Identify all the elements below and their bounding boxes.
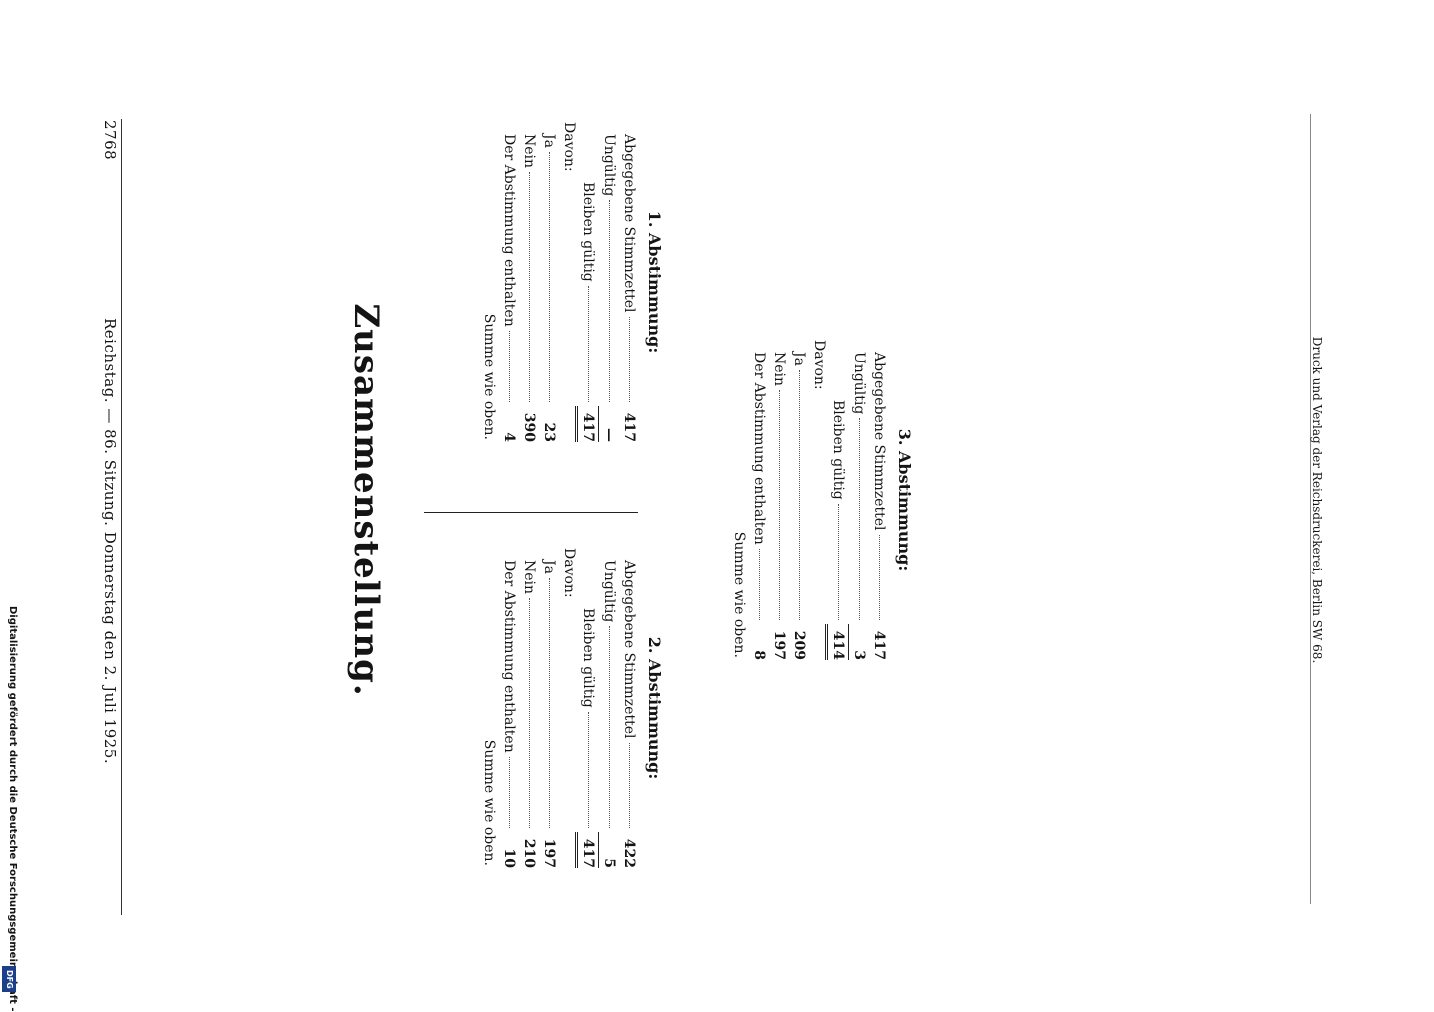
running-head: Reichstag. — 86. Sitzung. Donnerstag den…: [101, 318, 119, 765]
row-ja: Ja 23: [539, 122, 559, 442]
vote-heading: 1. Abstimmung:: [645, 210, 664, 354]
dot-leader: [609, 626, 610, 828]
dot-leader: [588, 711, 589, 828]
row-abgegebene: Abgegebene Stimmzettel 417: [869, 340, 889, 660]
value-ungueltig: 3: [851, 650, 867, 660]
label-bleiben: Bleiben gültig: [580, 182, 596, 282]
label-nein: Nein: [521, 134, 537, 169]
summe-label: Summe wie oben.: [479, 122, 499, 442]
label-ja: Ja: [541, 560, 557, 574]
dot-leader: [629, 316, 630, 402]
page-number: 2768: [101, 120, 119, 161]
dot-leader: [609, 200, 610, 402]
dfg-logo-icon: DFG: [2, 966, 16, 992]
row-nein: Nein 197: [769, 340, 789, 660]
label-davon: Davon:: [811, 340, 827, 390]
label-nein: Nein: [771, 352, 787, 387]
summe-text: Summe wie oben.: [481, 313, 497, 440]
label-davon: Davon:: [561, 548, 577, 598]
value-ungueltig: 5: [601, 858, 617, 868]
row-nein: Nein 390: [519, 122, 539, 442]
value-abgegebene: 417: [871, 630, 887, 660]
dot-leader: [859, 418, 860, 620]
label-ungueltig: Ungültig: [601, 560, 617, 623]
dot-leader: [549, 151, 550, 402]
value-abgegebene: 417: [621, 412, 637, 442]
label-bleiben: Bleiben gültig: [830, 400, 846, 500]
value-bleiben: 417: [575, 406, 599, 442]
label-nein: Nein: [521, 560, 537, 595]
value-nein: 197: [771, 630, 787, 660]
vote-heading: 2. Abstimmung:: [645, 636, 664, 780]
summe-label: Summe wie oben.: [729, 340, 749, 660]
row-bleiben: Bleiben gültig 417: [575, 548, 599, 868]
value-bleiben: 414: [825, 624, 849, 660]
vote-block-3: 3. Abstimmung: Abgegebene Stimmzettel 417…: [729, 340, 914, 660]
value-ja: 23: [541, 422, 557, 442]
row-ja: Ja 209: [789, 340, 809, 660]
value-ja: 209: [791, 630, 807, 660]
dot-leader: [629, 742, 630, 828]
dot-leader: [879, 534, 880, 620]
dot-leader: [529, 598, 530, 828]
digitization-stamp: Digitalisierung gefördert durch die Deut…: [4, 606, 20, 1012]
label-ungueltig: Ungültig: [601, 134, 617, 197]
value-ungueltig: —: [601, 428, 617, 442]
label-ja: Ja: [541, 134, 557, 148]
row-nein: Nein 210: [519, 548, 539, 868]
row-bleiben: Bleiben gültig 417: [575, 122, 599, 442]
value-abgegebene: 422: [621, 838, 637, 868]
page-title: Zusammenstellung.: [346, 303, 386, 697]
summe-text: Summe wie oben.: [731, 531, 747, 658]
value-nein: 210: [521, 838, 537, 868]
stamp-text: Digitalisierung gefördert durch die Deut…: [7, 606, 18, 1012]
dot-leader: [509, 756, 510, 828]
value-enthalten: 8: [751, 650, 767, 660]
label-davon: Davon:: [561, 122, 577, 172]
dot-leader: [549, 577, 550, 828]
value-enthalten: 10: [501, 848, 517, 868]
dot-leader: [529, 172, 530, 402]
dot-leader: [799, 369, 800, 620]
vote-heading: 3. Abstimmung:: [895, 428, 914, 572]
vote-block-1: 1. Abstimmung: Abgegebene Stimmzettel 417…: [479, 122, 664, 442]
value-enthalten: 4: [501, 432, 517, 442]
label-abgegebene: Abgegebene Stimmzettel: [621, 560, 637, 739]
row-enthalten: Der Abstimmung enthalten 8: [749, 340, 769, 660]
row-enthalten: Der Abstimmung enthalten 10: [499, 548, 519, 868]
vote-block-2: 2. Abstimmung: Abgegebene Stimmzettel 422…: [479, 548, 664, 868]
label-abgegebene: Abgegebene Stimmzettel: [871, 352, 887, 531]
value-ja: 197: [541, 838, 557, 868]
label-ungueltig: Ungültig: [851, 352, 867, 415]
value-nein: 390: [521, 412, 537, 442]
row-abgegebene: Abgegebene Stimmzettel 422: [619, 548, 639, 868]
label-enthalten: Der Abstimmung enthalten: [501, 560, 517, 753]
row-bleiben: Bleiben gültig 414: [825, 340, 849, 660]
dot-leader: [838, 503, 839, 620]
row-ungueltig: Ungültig —: [599, 122, 619, 442]
header-rule: [121, 119, 122, 915]
summe-text: Summe wie oben.: [481, 739, 497, 866]
label-enthalten: Der Abstimmung enthalten: [751, 352, 767, 545]
summe-label: Summe wie oben.: [479, 548, 499, 868]
label-ja: Ja: [791, 352, 807, 366]
row-enthalten: Der Abstimmung enthalten 4: [499, 122, 519, 442]
dot-leader: [759, 548, 760, 620]
value-bleiben: 417: [575, 832, 599, 868]
label-bleiben: Bleiben gültig: [580, 608, 596, 708]
label-abgegebene: Abgegebene Stimmzettel: [621, 134, 637, 313]
row-ja: Ja 197: [539, 548, 559, 868]
row-ungueltig: Ungültig 5: [599, 548, 619, 868]
row-abgegebene: Abgegebene Stimmzettel 417: [619, 122, 639, 442]
row-ungueltig: Ungültig 3: [849, 340, 869, 660]
dot-leader: [509, 330, 510, 402]
label-enthalten: Der Abstimmung enthalten: [501, 134, 517, 327]
imprint: Druck und Verlag der Reichsdruckerei, Be…: [1310, 336, 1324, 664]
dot-leader: [588, 285, 589, 402]
column-divider: [424, 512, 638, 513]
dot-leader: [779, 390, 780, 620]
